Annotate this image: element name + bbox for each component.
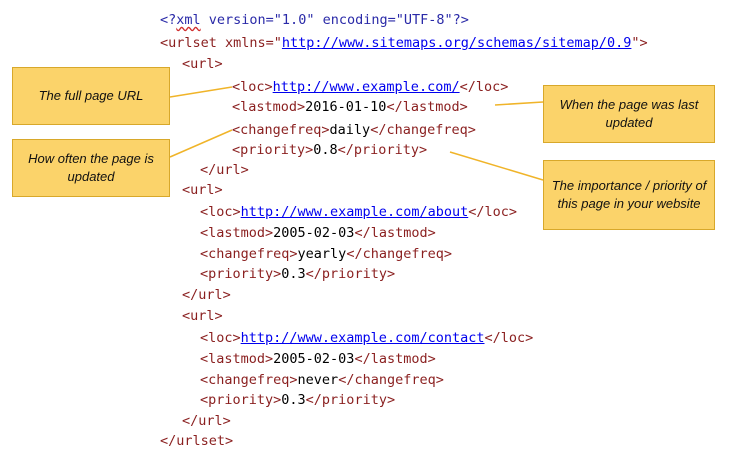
priority-line: <priority>0.8</priority> <box>232 142 428 158</box>
url-open-tag: <url> <box>182 308 223 324</box>
url-close-tag: </url> <box>200 162 249 178</box>
lastmod-line: <lastmod>2016-01-10</lastmod> <box>232 99 468 115</box>
lastmod-line: <lastmod>2005-02-03</lastmod> <box>200 351 436 367</box>
url-close-tag: </url> <box>182 287 231 303</box>
changefreq-line: <changefreq>never</changefreq> <box>200 372 444 388</box>
urlset-open-tag: <urlset xmlns="http://www.sitemaps.org/s… <box>160 35 648 51</box>
loc-line: <loc>http://www.example.com/about</loc> <box>200 204 517 220</box>
priority-line: <priority>0.3</priority> <box>200 266 396 282</box>
callout-full-url: The full page URL <box>12 67 170 125</box>
loc-line: <loc>http://www.example.com/contact</loc… <box>200 330 534 346</box>
schema-link[interactable]: http://www.sitemaps.org/schemas/sitemap/… <box>281 35 632 51</box>
url-open-tag: <url> <box>182 56 223 72</box>
url-close-tag: </url> <box>182 413 231 429</box>
callout-last-updated: When the page was last updated <box>543 85 715 143</box>
loc-line: <loc>http://www.example.com/</loc> <box>232 79 509 95</box>
xml-declaration: <?xml version="1.0" encoding="UTF-8"?> <box>160 12 469 28</box>
url-open-tag: <url> <box>182 182 223 198</box>
priority-line: <priority>0.3</priority> <box>200 392 396 408</box>
changefreq-line: <changefreq>daily</changefreq> <box>232 122 476 138</box>
callout-importance: The importance / priority of this page i… <box>543 160 715 230</box>
urlset-close-tag: </urlset> <box>160 433 234 449</box>
loc-link[interactable]: http://www.example.com/about <box>240 204 469 220</box>
loc-link[interactable]: http://www.example.com/contact <box>240 330 485 346</box>
changefreq-line: <changefreq>yearly</changefreq> <box>200 246 452 262</box>
callout-how-often: How often the page is updated <box>12 139 170 197</box>
loc-link[interactable]: http://www.example.com/ <box>272 79 460 95</box>
lastmod-line: <lastmod>2005-02-03</lastmod> <box>200 225 436 241</box>
